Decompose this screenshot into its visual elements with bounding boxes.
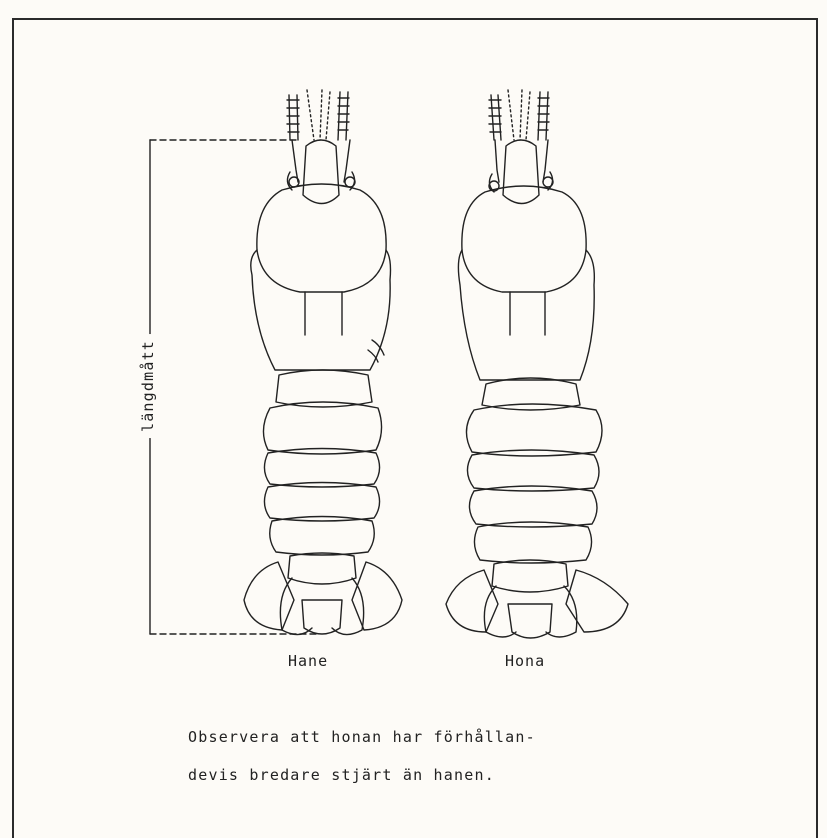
caption-line-1: Observera att honan har förhållan- <box>188 728 536 746</box>
caption-line-2: devis bredare stjärt än hanen. <box>188 766 495 784</box>
female-lobster-drawing <box>446 90 628 638</box>
lobster-illustration <box>0 0 827 821</box>
length-measure-guide <box>150 140 318 634</box>
length-measure-label: längdmått <box>139 334 157 438</box>
male-label: Hane <box>288 652 328 670</box>
male-lobster-drawing <box>244 90 402 635</box>
female-label: Hona <box>505 652 545 670</box>
